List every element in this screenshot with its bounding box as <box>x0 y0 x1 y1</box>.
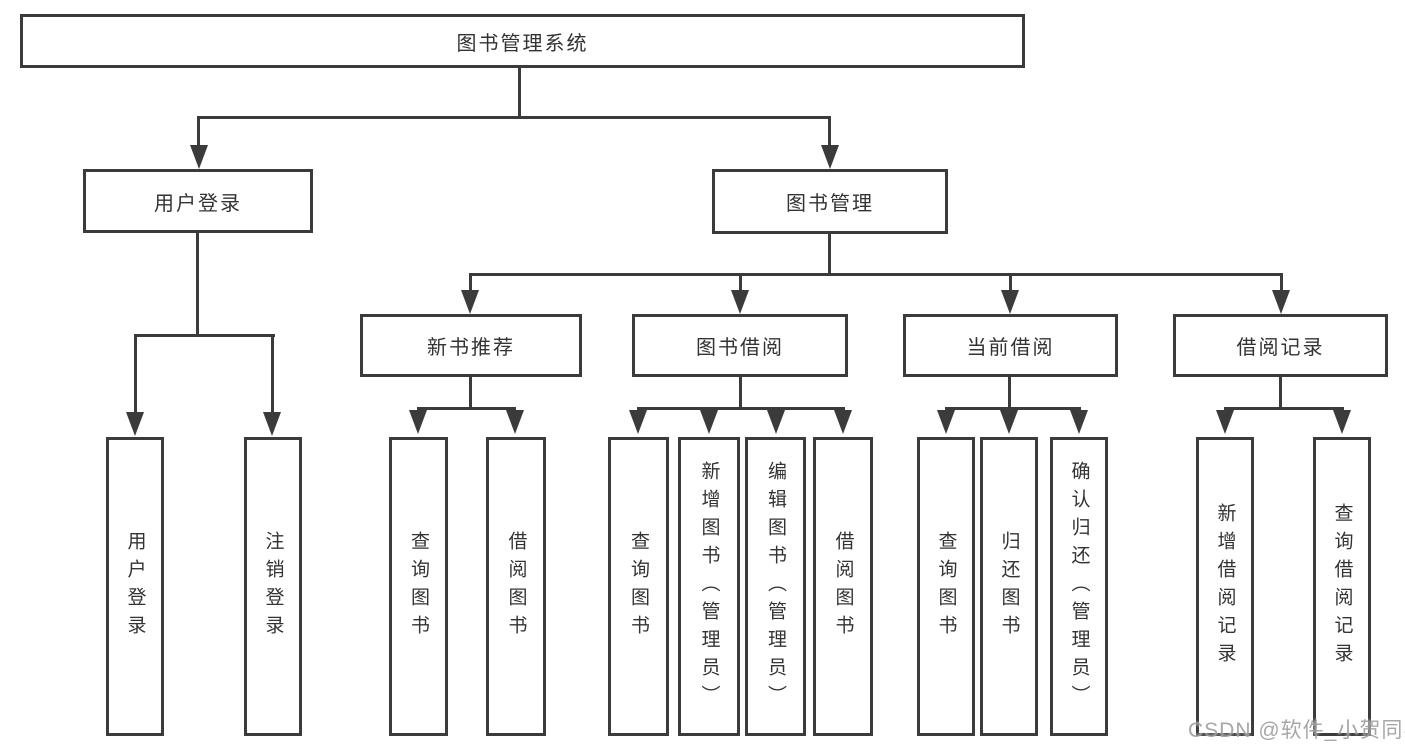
leaf-label: 查询图书 <box>935 530 957 643</box>
node-label: 图书管理 <box>786 193 874 215</box>
connector-bookmgmt-stem <box>828 234 831 276</box>
leaf-query-books-borrow: 查询图书 <box>608 437 669 736</box>
leaf-label: 编辑图书（管理员） <box>765 460 786 713</box>
connector-root-hline <box>197 116 831 119</box>
arrow-down-icon <box>126 412 144 436</box>
node-user-login: 用户登录 <box>83 169 313 233</box>
connector-root-drop-right <box>828 116 831 148</box>
node-label: 借阅记录 <box>1236 337 1325 359</box>
arrow-down-icon <box>1000 410 1018 434</box>
leaf-confirm-return-admin: 确认归还（管理员） <box>1050 437 1108 736</box>
arrow-down-icon <box>629 410 647 434</box>
node-book-borrow: 图书借阅 <box>632 314 848 377</box>
arrow-down-icon <box>1001 290 1019 314</box>
connector-bookmgmt-drop-4 <box>1280 273 1283 293</box>
watermark-text: CSDN @软件_小贺同学 <box>1188 719 1405 742</box>
arrow-down-icon <box>461 290 479 314</box>
leaf-label: 新增图书（管理员） <box>698 460 720 713</box>
arrow-down-icon <box>937 410 955 434</box>
arrow-down-icon <box>409 410 427 434</box>
arrow-down-icon <box>821 145 839 169</box>
connector-userlogin-drop-2 <box>271 334 274 415</box>
connector-borrowrecords-stem <box>1279 377 1282 410</box>
connector-currentborrow-stem <box>1008 377 1011 410</box>
leaf-add-books-admin: 新增图书（管理员） <box>678 437 740 736</box>
connector-bookmgmt-drop-3 <box>1009 273 1012 293</box>
leaf-label: 确认归还（管理员） <box>1068 460 1090 713</box>
leaf-return-books: 归还图书 <box>980 437 1038 736</box>
connector-newbook-stem <box>469 377 472 410</box>
arrow-down-icon <box>263 412 281 436</box>
leaf-label: 借阅图书 <box>832 530 854 643</box>
connector-bookmgmt-drop-2 <box>739 273 742 293</box>
leaf-edit-books-admin: 编辑图书（管理员） <box>745 437 806 736</box>
leaf-borrow-books: 借阅图书 <box>813 437 873 736</box>
leaf-user-login: 用户登录 <box>106 437 164 736</box>
connector-bookmgmt-drop-1 <box>469 273 472 293</box>
connector-root-stem <box>518 68 521 118</box>
node-label: 用户登录 <box>154 192 242 215</box>
arrow-down-icon <box>767 410 785 434</box>
connector-bookborrow-stem <box>739 377 742 410</box>
arrow-down-icon <box>506 410 524 434</box>
leaf-label: 注销登录 <box>262 530 284 643</box>
connector-newbook-hline <box>417 407 516 410</box>
connector-borrowrecords-hline <box>1224 407 1344 410</box>
connector-userlogin-drop-1 <box>134 334 137 415</box>
node-label: 新书推荐 <box>427 337 515 359</box>
node-label: 当前借阅 <box>966 337 1055 359</box>
node-borrow-records: 借阅记录 <box>1173 314 1388 377</box>
leaf-label: 查询借阅记录 <box>1331 502 1353 671</box>
arrow-down-icon <box>700 410 718 434</box>
leaf-label: 查询图书 <box>628 530 649 643</box>
arrow-down-icon <box>1333 410 1351 434</box>
arrow-down-icon <box>1272 290 1290 314</box>
leaf-label: 借阅图书 <box>505 530 527 643</box>
leaf-query-books-current: 查询图书 <box>917 437 975 736</box>
leaf-add-borrow-record: 新增借阅记录 <box>1196 437 1254 736</box>
connector-currentborrow-hline <box>945 407 1081 410</box>
connector-userlogin-stem <box>196 233 199 336</box>
node-book-management: 图书管理 <box>712 169 948 234</box>
arrow-down-icon <box>834 410 852 434</box>
arrow-down-icon <box>1070 410 1088 434</box>
node-label: 图书管理系统 <box>456 32 589 55</box>
connector-userlogin-hline <box>134 334 275 337</box>
leaf-query-books-newbook: 查询图书 <box>389 437 448 736</box>
arrow-down-icon <box>190 145 208 169</box>
node-library-management-system: 图书管理系统 <box>20 14 1025 68</box>
leaf-logout: 注销登录 <box>244 437 302 736</box>
connector-root-drop-left <box>197 116 200 148</box>
node-label: 图书借阅 <box>696 337 784 359</box>
node-new-book-recommend: 新书推荐 <box>360 314 582 377</box>
leaf-borrow-books-newbook: 借阅图书 <box>486 437 546 736</box>
leaf-label: 归还图书 <box>998 530 1020 643</box>
connector-bookborrow-hline <box>637 407 845 410</box>
leaf-label: 查询图书 <box>408 530 429 643</box>
leaf-label: 用户登录 <box>124 530 146 643</box>
leaf-label: 新增借阅记录 <box>1214 502 1236 671</box>
leaf-query-borrow-record: 查询借阅记录 <box>1313 437 1371 736</box>
node-current-borrow: 当前借阅 <box>903 314 1118 377</box>
arrow-down-icon <box>731 290 749 314</box>
arrow-down-icon <box>1216 410 1234 434</box>
connector-bookmgmt-hline <box>469 273 1283 276</box>
